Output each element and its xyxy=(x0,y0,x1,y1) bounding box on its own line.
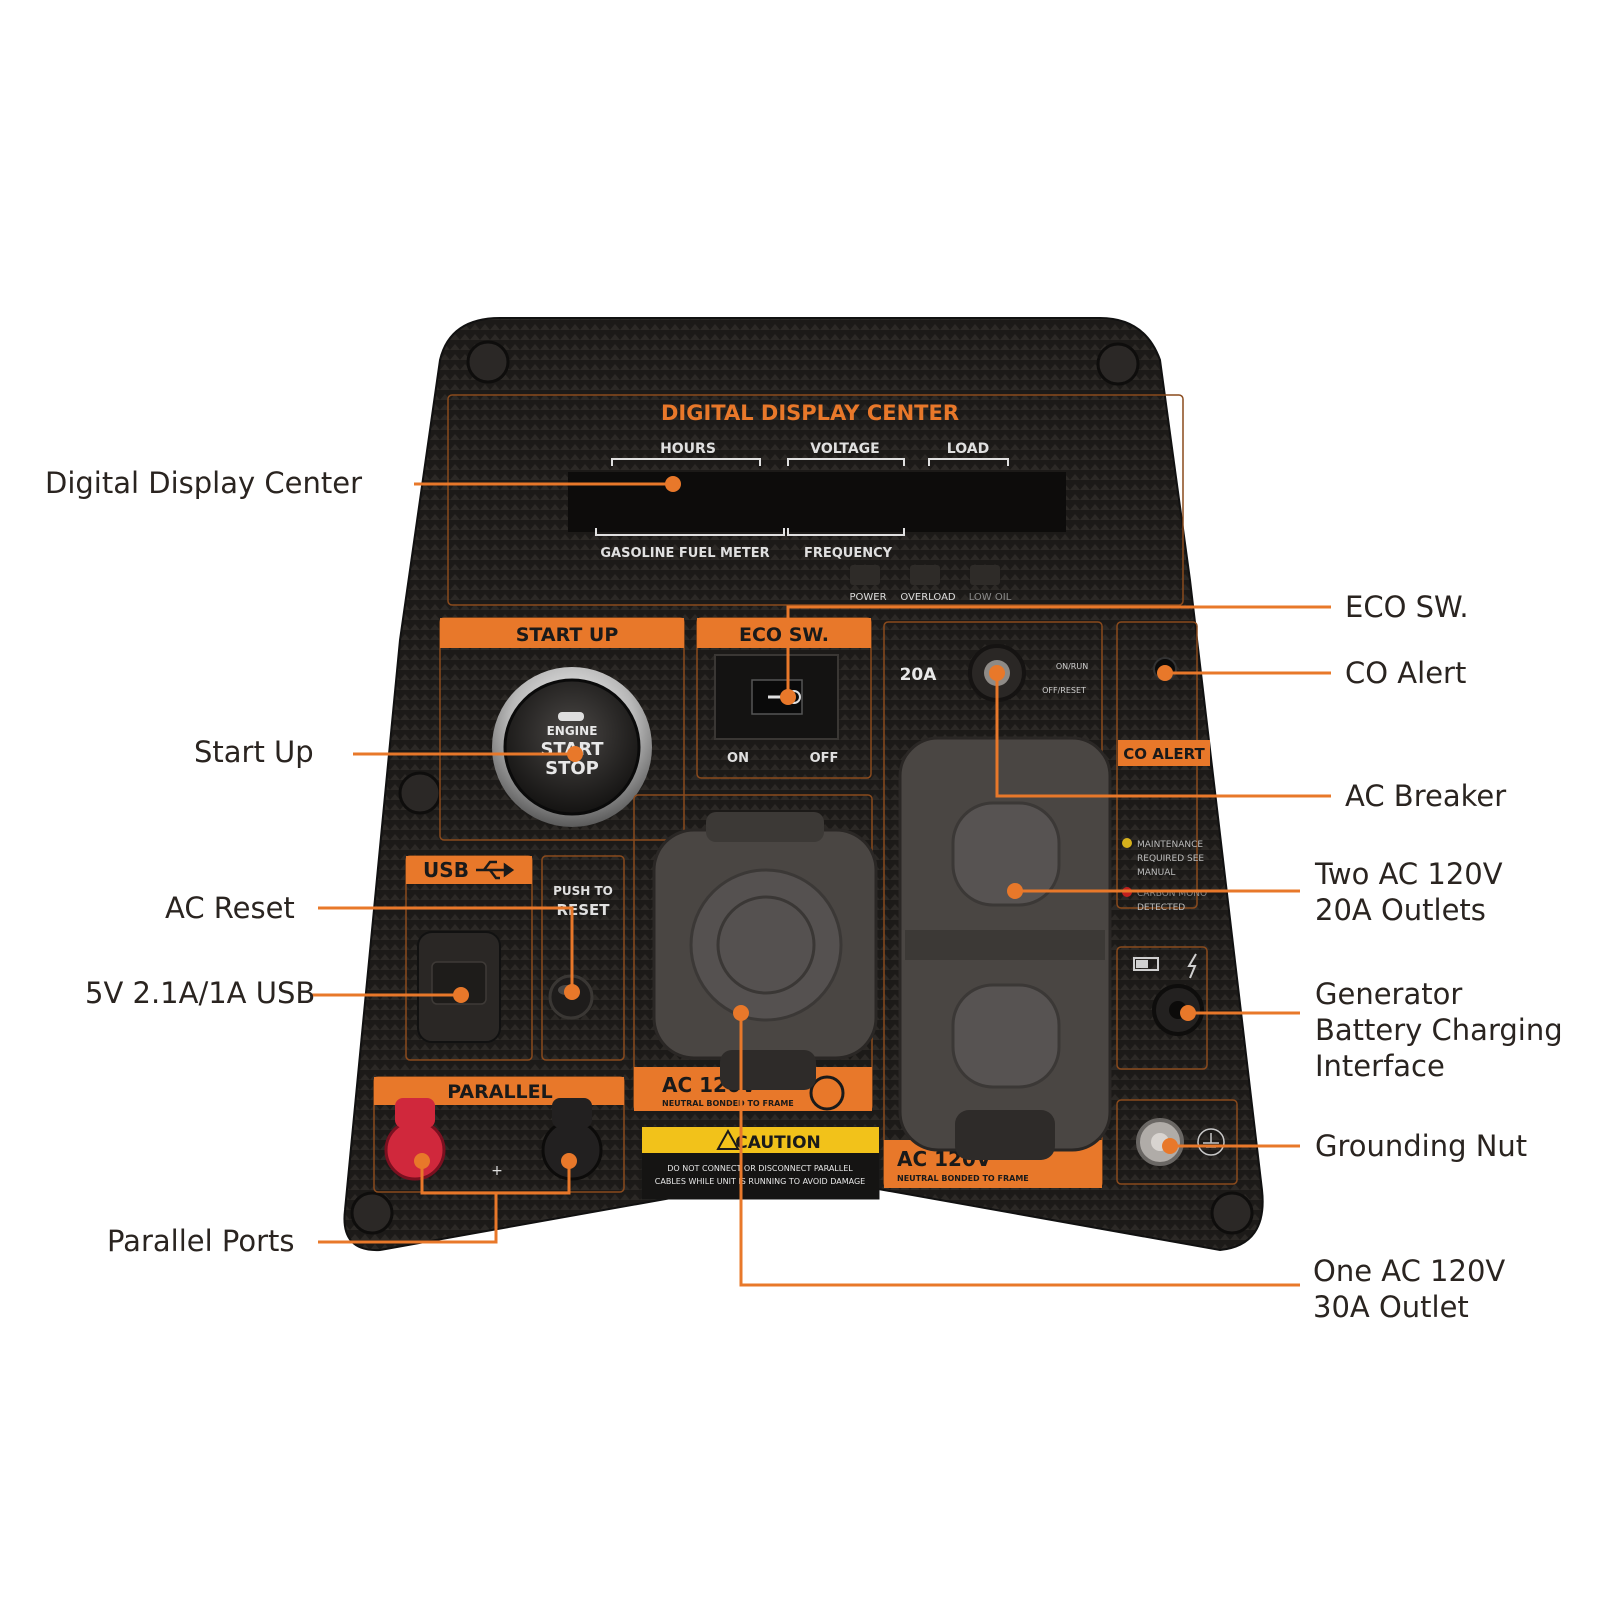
label-frequency: FREQUENCY xyxy=(804,546,893,561)
co-note-1: MAINTENANCE xyxy=(1137,840,1203,850)
co-note-5: DETECTED xyxy=(1137,903,1185,913)
label-load: LOAD xyxy=(947,441,989,457)
indicator-low-oil: LOW OIL xyxy=(969,592,1012,603)
indicator-power: POWER xyxy=(849,592,886,603)
twist-lock-outlet-icon xyxy=(689,868,843,1022)
reset-line-1: PUSH TO xyxy=(553,884,613,898)
lcd-screen xyxy=(568,472,1066,532)
indicator-overload: OVERLOAD xyxy=(900,592,956,603)
eco-off: OFF xyxy=(810,751,839,766)
eco-header-text: ECO SW. xyxy=(739,624,829,646)
caution-title: CAUTION xyxy=(735,1133,821,1153)
callout-usb: 5V 2.1A/1A USB xyxy=(85,976,316,1010)
outlet-30a-sub: NEUTRAL BONDED TO FRAME xyxy=(662,1099,794,1108)
indicator-leds xyxy=(850,565,1000,585)
breaker-rating: 20A xyxy=(900,665,938,685)
start-up-header-text: START UP xyxy=(516,624,619,646)
callout-one-outlet: One AC 120V 30A Outlet xyxy=(1313,1253,1505,1325)
parallel-header-text: PARALLEL xyxy=(447,1081,553,1103)
display-frame xyxy=(447,394,1184,606)
callout-battery-line-2: Battery Charging xyxy=(1315,1013,1563,1047)
co-note-3: MANUAL xyxy=(1137,868,1175,878)
outlet-20a-sub: NEUTRAL BONDED TO FRAME xyxy=(897,1174,1029,1183)
outlet-20a-top-icon xyxy=(951,801,1061,907)
eco-on: ON xyxy=(727,751,749,766)
button-line-engine: ENGINE xyxy=(547,724,598,738)
label-voltage: VOLTAGE xyxy=(810,441,879,457)
outlet-20a-bottom-icon xyxy=(951,983,1061,1089)
co-alert-header-text: CO ALERT xyxy=(1123,745,1205,763)
callout-ac-reset: AC Reset xyxy=(165,891,295,925)
callout-battery-charging: Generator Battery Charging Interface xyxy=(1315,976,1563,1084)
label-fuel-meter: GASOLINE FUEL METER xyxy=(600,546,769,561)
callout-two-outlets-line-2: 20A Outlets xyxy=(1315,893,1486,927)
callout-digital-display: Digital Display Center xyxy=(45,466,362,500)
usb-symbol-icon xyxy=(476,860,515,880)
co-alert-header xyxy=(1118,740,1210,766)
callout-two-outlets: Two AC 120V 20A Outlets xyxy=(1315,856,1503,928)
button-line-stop: STOP xyxy=(545,758,599,779)
callout-two-outlets-line-1: Two AC 120V xyxy=(1315,857,1503,891)
callout-eco-sw: ECO SW. xyxy=(1345,590,1469,624)
callout-co-alert: CO Alert xyxy=(1345,656,1467,690)
screws xyxy=(350,340,1254,1235)
lightning-icon xyxy=(1187,953,1197,979)
co-note-4: CARBON MONO xyxy=(1137,889,1207,899)
svg-text:+: + xyxy=(491,1163,503,1179)
warning-triangle-icon xyxy=(716,1128,740,1150)
start-up-header xyxy=(440,618,684,648)
label-hours: HOURS xyxy=(660,441,716,457)
callout-battery-line-1: Generator xyxy=(1315,977,1463,1011)
caution-line-2: CABLES WHILE UNIT IS RUNNING TO AVOID DA… xyxy=(655,1177,865,1186)
caution-line-1: DO NOT CONNECT OR DISCONNECT PARALLEL xyxy=(667,1164,853,1173)
callout-one-outlet-line-1: One AC 120V xyxy=(1313,1254,1506,1288)
callout-parallel-ports: Parallel Ports xyxy=(107,1224,295,1258)
breaker-off-label: OFF/RESET xyxy=(1042,686,1086,695)
battery-icon xyxy=(1133,957,1159,971)
callout-ac-breaker: AC Breaker xyxy=(1345,779,1507,813)
eco-header xyxy=(697,618,871,648)
callout-grounding-nut: Grounding Nut xyxy=(1315,1129,1528,1163)
co-note-2: REQUIRED SEE xyxy=(1137,854,1204,864)
callout-one-outlet-line-2: 30A Outlet xyxy=(1313,1290,1469,1324)
callout-battery-line-3: Interface xyxy=(1315,1049,1445,1083)
callout-start-up: Start Up xyxy=(194,735,314,769)
usb-header-text: USB xyxy=(423,858,469,882)
display-title: DIGITAL DISPLAY CENTER xyxy=(661,401,959,425)
reset-line-2: RESET xyxy=(556,901,610,919)
breaker-on-label: ON/RUN xyxy=(1056,662,1088,671)
